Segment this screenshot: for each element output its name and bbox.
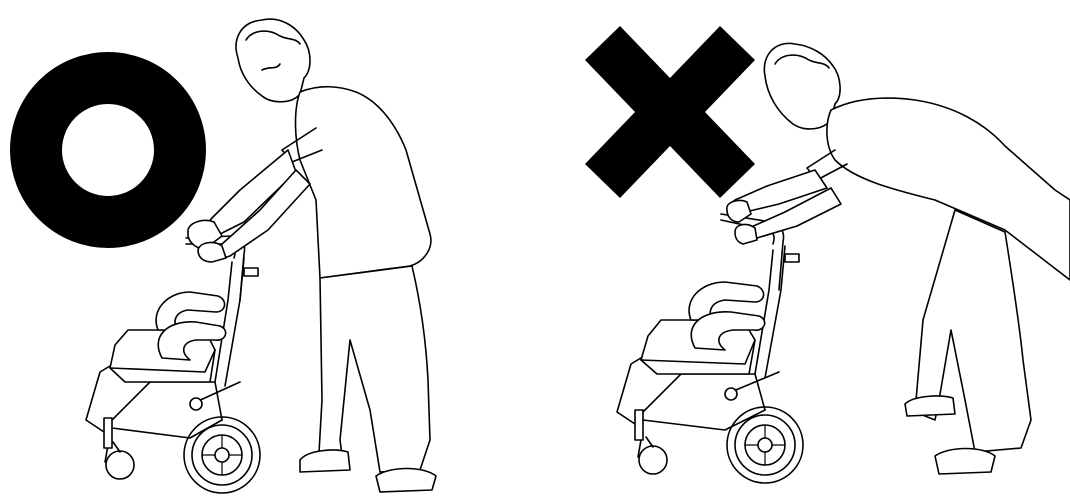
- x-mark-symbol: [585, 26, 755, 198]
- circle-o-symbol: [36, 78, 180, 222]
- caregiver-upright: [188, 19, 436, 492]
- correct-posture-panel: [0, 0, 535, 497]
- incorrect-posture-panel: [535, 0, 1070, 497]
- wheelchair: [86, 236, 260, 493]
- wheelchair: [617, 214, 803, 483]
